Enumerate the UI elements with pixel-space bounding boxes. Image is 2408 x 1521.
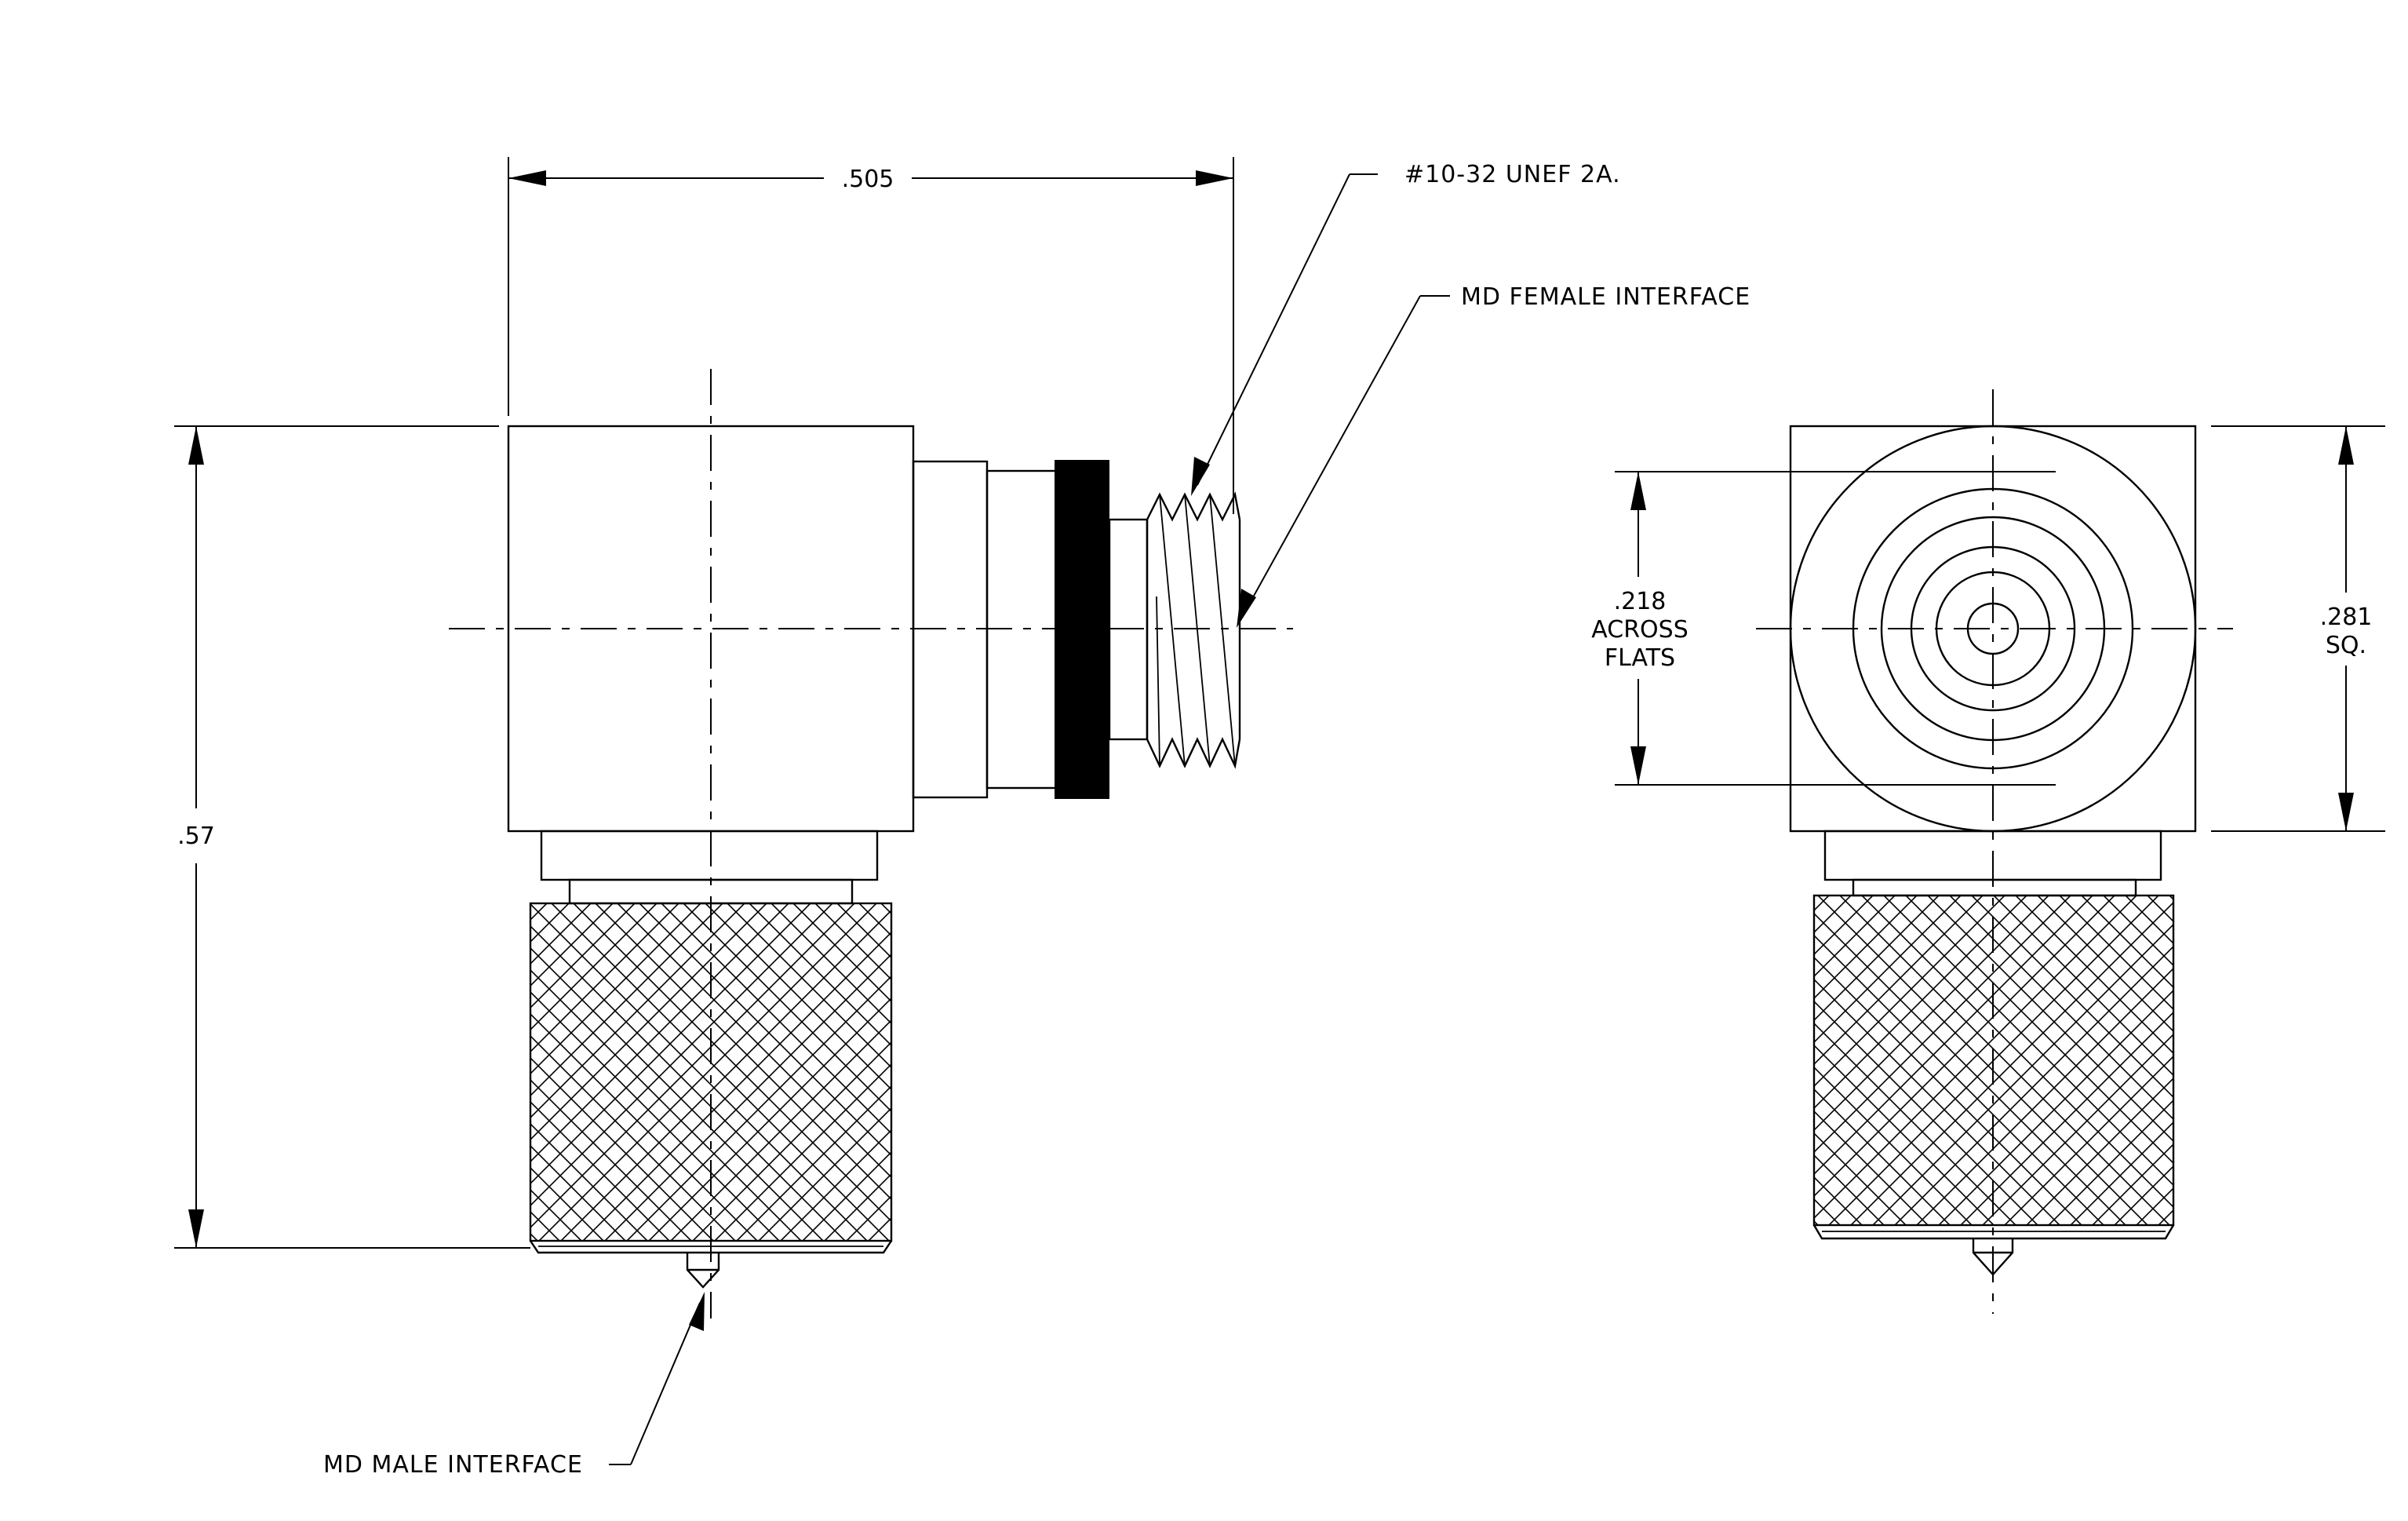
end-nut-chamfer xyxy=(1812,1224,2175,1240)
dim-overall-height: .57 xyxy=(174,425,530,1249)
dim-square: .281 SQ. xyxy=(2211,425,2385,832)
dim-overall-length: .505 xyxy=(508,157,1234,514)
callout-thread-label: #10-32 UNEF 2A. xyxy=(1404,161,1621,188)
callout-female-interface-label: MD FEMALE INTERFACE xyxy=(1461,283,1750,311)
side-lower-collar xyxy=(540,830,879,881)
end-view xyxy=(1756,389,2233,1314)
dim-overall-length-label: .505 xyxy=(842,166,894,193)
callout-female-interface: MD FEMALE INTERFACE xyxy=(1237,283,1750,628)
dim-square-suffix: SQ. xyxy=(2326,632,2366,659)
dim-across-flats-value: .218 xyxy=(1614,588,1667,615)
side-view xyxy=(449,369,1293,1319)
callout-male-interface-label: MD MALE INTERFACE xyxy=(323,1451,583,1479)
dim-across-flats-line3: FLATS xyxy=(1605,644,1675,672)
dim-square-value: .281 xyxy=(2320,604,2373,631)
dim-across-flats: .218 ACROSS FLATS xyxy=(1591,471,2056,786)
side-threads xyxy=(1146,491,1241,769)
end-lower-neck xyxy=(1852,878,2137,897)
callout-thread: #10-32 UNEF 2A. xyxy=(1191,161,1621,496)
side-male-pin xyxy=(686,1253,720,1289)
dim-overall-height-label: .57 xyxy=(177,823,215,850)
callout-male-interface: MD MALE INTERFACE xyxy=(323,1292,705,1479)
dim-across-flats-line2: ACROSS xyxy=(1591,616,1689,644)
